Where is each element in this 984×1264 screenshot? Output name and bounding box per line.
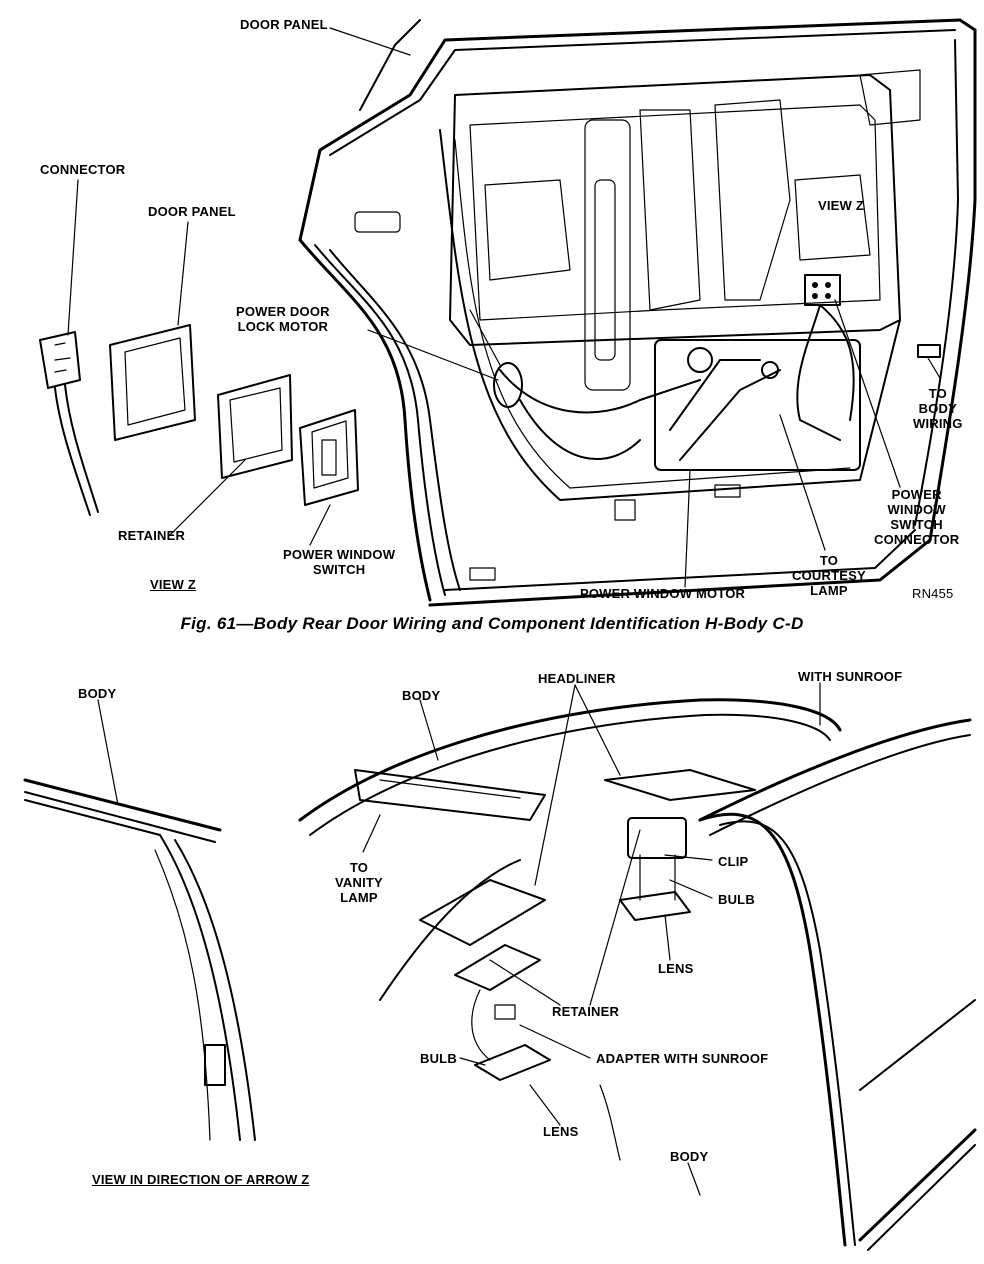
- label-to-vanity-lamp: TO VANITY LAMP: [335, 860, 383, 905]
- label-lens-bottom: LENS: [543, 1124, 579, 1139]
- figure-code: RN455: [912, 586, 954, 601]
- label-power-door-lock-motor: POWER DOOR LOCK MOTOR: [236, 304, 330, 334]
- label-to-courtesy-lamp: TO COURTESY LAMP: [792, 553, 866, 598]
- label-power-window-switch: POWER WINDOW SWITCH: [283, 547, 396, 577]
- figure-caption: Fig. 61—Body Rear Door Wiring and Compon…: [180, 614, 804, 633]
- label-retainer-bottom: RETAINER: [552, 1004, 620, 1019]
- label-bulb-right: BULB: [718, 892, 755, 907]
- label-clip: CLIP: [718, 854, 749, 869]
- label-adapter-with-sunroof: ADAPTER WITH SUNROOF: [596, 1051, 769, 1066]
- top-leaders: [67, 27, 941, 588]
- label-to-body-wiring: TO BODY WIRING: [913, 386, 963, 431]
- label-body-left: BODY: [78, 686, 117, 701]
- label-body-mid: BODY: [402, 688, 441, 703]
- label-view-z-door: VIEW Z: [818, 198, 864, 213]
- label-bulb-left: BULB: [420, 1051, 457, 1066]
- label-connector: CONNECTOR: [40, 162, 126, 177]
- view-z-exploded: [39, 324, 359, 516]
- label-body-bottom: BODY: [670, 1149, 709, 1164]
- label-power-window-switch-connector: POWER WINDOW SWITCH CONNECTOR: [874, 487, 960, 547]
- label-with-sunroof: WITH SUNROOF: [798, 669, 903, 684]
- bottom-leaders: [97, 682, 821, 1196]
- view-arrow-z-pillar: [23, 778, 256, 1141]
- label-headliner: HEADLINER: [538, 671, 616, 686]
- label-view-direction-arrow-z: VIEW IN DIRECTION OF ARROW Z: [92, 1172, 310, 1187]
- label-power-window-motor: POWER WINDOW MOTOR: [580, 586, 746, 601]
- label-door-panel-top: DOOR PANEL: [240, 17, 328, 32]
- label-retainer-top: RETAINER: [118, 528, 186, 543]
- rear-door-drawing: [298, 18, 977, 607]
- headliner-drawing: [298, 698, 977, 1251]
- label-lens-right: LENS: [658, 961, 694, 976]
- label-door-panel-left: DOOR PANEL: [148, 204, 236, 219]
- label-view-z-caption: VIEW Z: [150, 577, 196, 592]
